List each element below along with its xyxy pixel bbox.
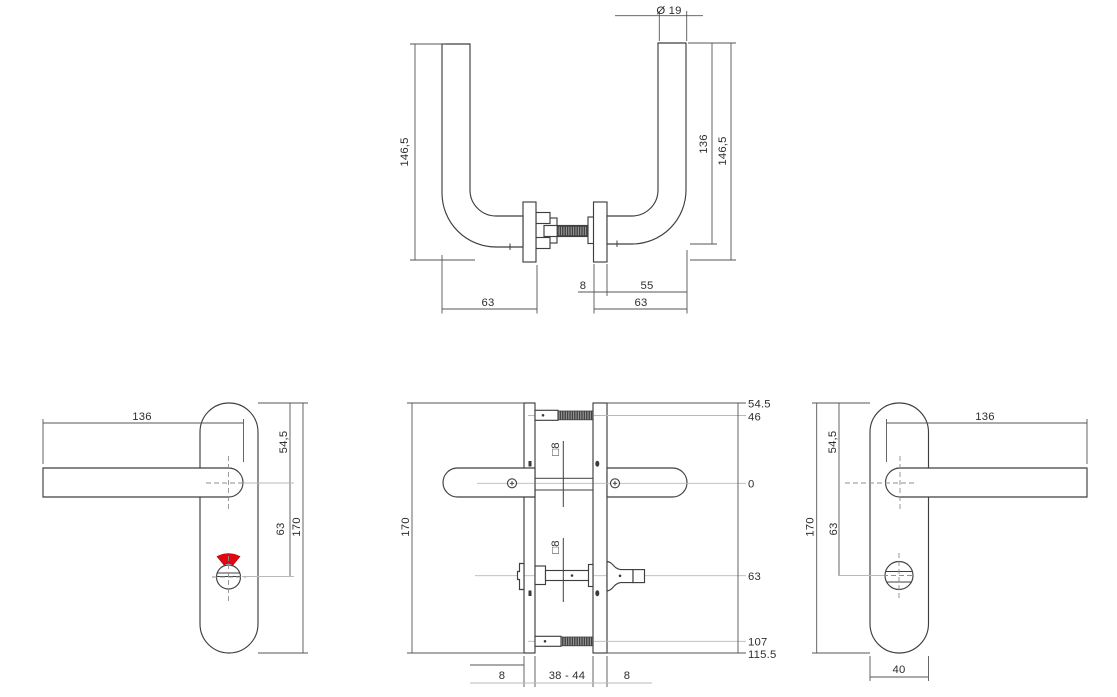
handle-right [606,467,688,498]
offset-label-handle-axis: 0 [748,479,754,491]
spindle-assembly [535,211,595,250]
top-screw [534,409,594,421]
dim-label-door-thickness: 38 - 44 [549,670,586,682]
section-view: 170 □8 □8 54.5 46 0 63 107 115.5 8 38 - … [400,399,776,687]
lever-handle [42,467,244,498]
section-dimensions [407,402,746,687]
offset-label-plate-top: 54.5 [748,399,771,411]
plate-inside [523,402,536,654]
dim-label-axis-to-turn: 63 [275,523,287,536]
plate-hole [595,590,600,597]
dim-label-plate-thickness-right: 8 [624,670,630,682]
bottom-screw [534,635,594,647]
backplate [869,402,930,654]
dim-label-plate-height: 170 [400,517,412,536]
thumbturn-tip [632,569,646,584]
dim-label-grip-clearance: 55 [641,280,654,292]
right-rosette [592,201,608,263]
plate-hole [528,590,532,596]
offset-label-plate-bottom: 115.5 [748,649,776,661]
left-lever-handle [441,43,524,248]
backplate-left-dimensions [42,402,308,654]
dim-label-spindle-bottom: □8 [550,540,562,554]
dim-label-height-right: 146,5 [717,136,729,165]
handle-screw-right [609,478,621,489]
turn-spindle-assembly [516,560,646,592]
left-rosette [522,201,537,263]
dim-label-diameter: Ø 19 [656,5,681,17]
dim-label-plate-height: 170 [291,517,303,536]
dim-label-handle-length: 136 [132,411,151,423]
plate-outside [592,402,608,654]
handle-screw-left [506,478,518,489]
plate-hole [595,460,600,467]
dim-label-projection-right: 63 [635,297,648,309]
dim-label-handle-length: 136 [975,411,994,423]
offset-label-bottom-screw: 107 [748,637,767,649]
dim-label-top-to-axis: 54,5 [278,431,290,454]
release-slot-piece [516,562,525,591]
dim-label-plate-thickness-left: 8 [499,670,505,682]
handle-left [442,467,536,498]
dim-label-spindle-top: □8 [550,442,562,456]
backplate-left-view: 136 54,5 63 170 [42,402,308,654]
dim-label-plate-height: 170 [805,517,817,536]
plate-hole [528,461,532,467]
backplate-right-dimensions [812,402,1088,681]
dim-label-axis-to-turn: 63 [828,523,840,536]
dim-label-plate-width: 40 [893,664,906,676]
right-lever-handle [606,42,687,245]
backplate [199,402,259,654]
offset-label-turn-axis: 63 [748,571,761,583]
lever-handle [885,467,1088,498]
top-view: Ø 19 146,5 136 146,5 8 55 63 63 [399,5,736,314]
dim-label-inner-height-right: 136 [698,134,710,153]
dim-label-height-left: 146,5 [399,137,411,166]
dim-label-top-to-axis: 54,5 [827,431,839,454]
offset-label-top-screw: 46 [748,412,761,424]
backplate-right-view: 136 54,5 63 170 40 [805,402,1088,681]
threaded-spindle [556,225,592,237]
top-view-dimensions [410,11,736,314]
square-spindle [534,477,594,491]
dim-label-rosette-thickness: 8 [580,280,586,292]
dim-label-projection-left: 63 [482,297,495,309]
